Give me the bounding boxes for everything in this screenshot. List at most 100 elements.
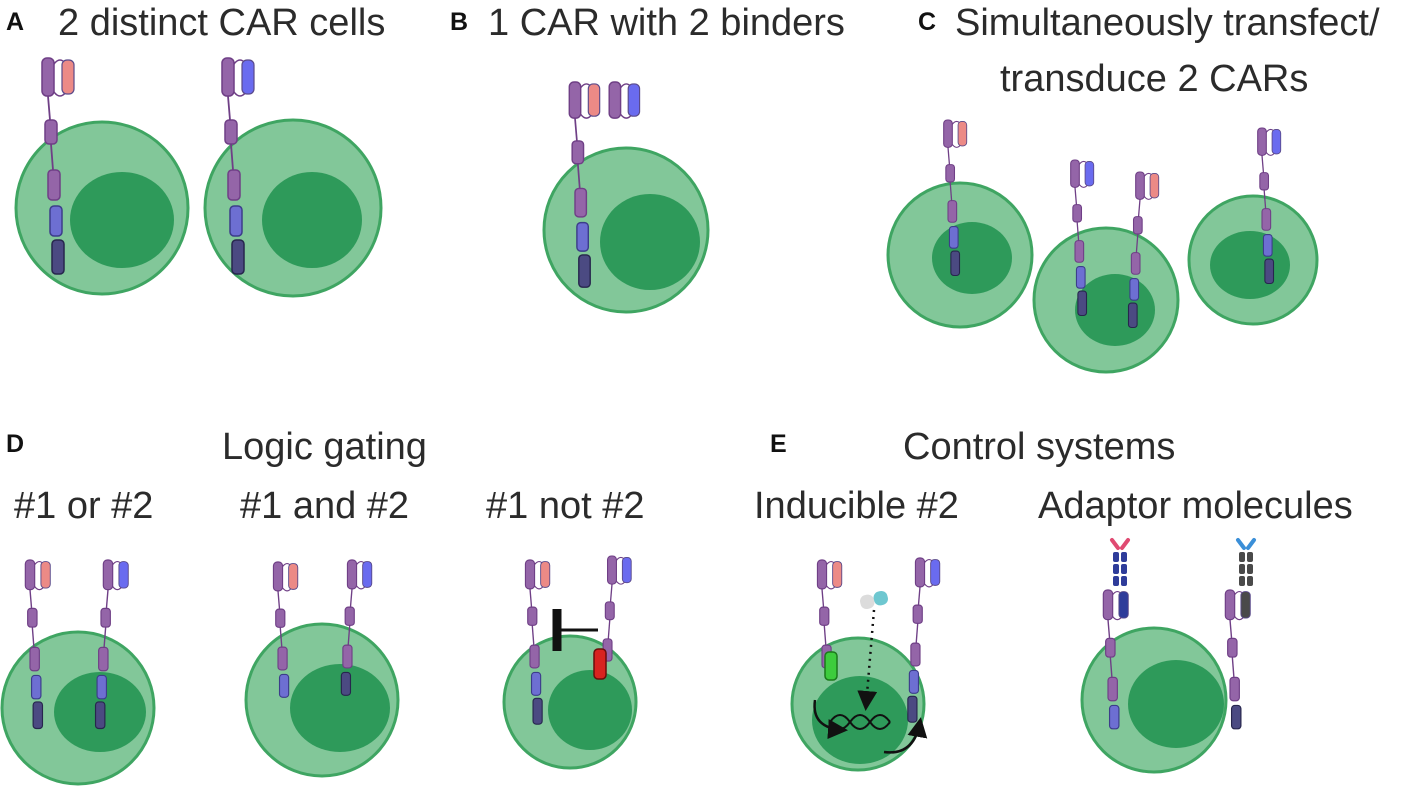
- cell-a1: [14, 120, 190, 296]
- transmembrane-domain: [529, 644, 540, 669]
- costim-domain: [278, 673, 290, 698]
- scfv-heavy-chain: [346, 559, 358, 590]
- transmembrane-domain: [574, 187, 588, 218]
- drug-capsule-icon: [860, 590, 888, 610]
- receptor-layer: [24, 57, 1282, 730]
- panel-d-sub-not: #1 not #2: [486, 485, 645, 527]
- nucleus: [812, 676, 908, 764]
- panel-a-title: 2 distinct CAR cells: [58, 2, 386, 44]
- costim-domain: [948, 226, 959, 249]
- costim-domain: [1108, 704, 1120, 730]
- nucleus: [290, 664, 390, 752]
- costim-domain: [96, 674, 108, 700]
- scfv-light-chain: [1084, 161, 1095, 187]
- scfv-light-chain: [930, 559, 941, 586]
- transmembrane-domain: [1130, 252, 1141, 275]
- hinge-domain: [1105, 637, 1116, 658]
- panel-e-letter: E: [770, 430, 787, 458]
- car-b-tandem: [568, 81, 641, 288]
- hinge-domain: [1227, 637, 1238, 658]
- costim-domain: [1129, 278, 1140, 301]
- costim-domain: [576, 221, 590, 252]
- extras-layer: [552, 590, 928, 754]
- scfv-heavy-chain: [524, 559, 536, 590]
- car-e2-1: [1102, 589, 1129, 730]
- costim-domain: [30, 674, 42, 700]
- car-d2-2: [340, 559, 373, 696]
- car-c2-blue: [1070, 159, 1095, 317]
- hinge-domain: [44, 119, 58, 145]
- cd3z-domain: [231, 239, 245, 275]
- hinge-domain: [945, 164, 956, 183]
- hinge-domain: [224, 119, 238, 145]
- cd3z-domain: [51, 239, 65, 275]
- transmembrane-domain: [342, 644, 353, 669]
- scfv-heavy-chain: [1257, 127, 1267, 156]
- cd3z-domain: [1077, 290, 1088, 317]
- transmembrane-domain: [1107, 676, 1118, 702]
- transmembrane-domain: [227, 169, 241, 201]
- nucleus: [1210, 231, 1290, 299]
- scfv-light-chain: [118, 561, 129, 589]
- cd3z-domain: [1127, 302, 1138, 329]
- cd3z-domain: [578, 254, 591, 288]
- hinge-domain: [604, 601, 615, 621]
- costim-domain: [49, 205, 63, 237]
- transmembrane-domain: [277, 646, 288, 671]
- inhibitory-domain: [593, 648, 607, 680]
- scfv-light-chain: [241, 59, 255, 95]
- adaptor-molecule-2: [1236, 538, 1256, 586]
- hinge-domain: [912, 604, 923, 624]
- panel-c-letter: C: [918, 8, 937, 36]
- scfv-heavy-chain: [1135, 171, 1145, 200]
- cell-d3: [502, 634, 638, 770]
- scfv-light-chain: [621, 557, 632, 584]
- panel-d-letter: D: [6, 430, 25, 458]
- hinge-domain: [100, 607, 111, 628]
- scfv-heavy-chain: [1224, 589, 1236, 621]
- costim-domain: [229, 205, 243, 237]
- inducible-domain: [824, 651, 838, 681]
- scfv-light-chain: [362, 561, 373, 588]
- hinge-domain: [275, 608, 286, 628]
- cell-c3: [1187, 194, 1319, 326]
- costim-domain: [1262, 234, 1273, 257]
- scfv-heavy-chain: [1102, 589, 1114, 621]
- hinge-domain: [527, 606, 538, 626]
- cell-b: [542, 146, 710, 314]
- scfv-light-chain: [1271, 129, 1282, 155]
- scfv-light-chain: [61, 59, 75, 95]
- adaptor-molecule-1: [1110, 538, 1130, 586]
- nucleus: [70, 172, 174, 268]
- transmembrane-domain: [947, 200, 958, 223]
- scfv-heavy-chain: [1070, 159, 1080, 188]
- costim-domain: [1075, 266, 1086, 289]
- cd3z-domain: [950, 250, 961, 277]
- transmembrane-domain: [1229, 676, 1240, 702]
- nucleus: [932, 222, 1012, 294]
- panel-b-title: 1 CAR with 2 binders: [488, 2, 845, 44]
- cd3z-domain: [1230, 704, 1242, 730]
- scfv-heavy-chain: [41, 57, 55, 97]
- cell-d1: [0, 630, 156, 786]
- cd3z-domain: [907, 695, 918, 723]
- car-d3-2: [602, 555, 632, 662]
- panel-b-letter: B: [450, 8, 469, 36]
- panel-d-sub-and: #1 and #2: [240, 485, 410, 527]
- hinge-domain: [27, 607, 38, 628]
- nucleus: [262, 172, 362, 268]
- transmembrane-domain: [1261, 208, 1272, 231]
- scfv-light-chain: [1118, 591, 1129, 619]
- cd3z-domain: [532, 697, 543, 725]
- panel-c-title-line1: Simultaneously transfect/: [955, 2, 1380, 44]
- car-a2: [221, 57, 255, 275]
- panel-d-sub-or: #1 or #2: [14, 485, 154, 527]
- scfv-heavy-chain: [221, 57, 235, 97]
- hinge-domain: [1259, 172, 1270, 191]
- transcription-arrow-in: [813, 699, 848, 740]
- car-c1: [943, 119, 968, 277]
- scfv-heavy-chain: [943, 119, 953, 148]
- scfv-light-chain: [957, 121, 968, 147]
- costim-domain: [530, 671, 542, 696]
- panel-a-letter: A: [6, 8, 25, 36]
